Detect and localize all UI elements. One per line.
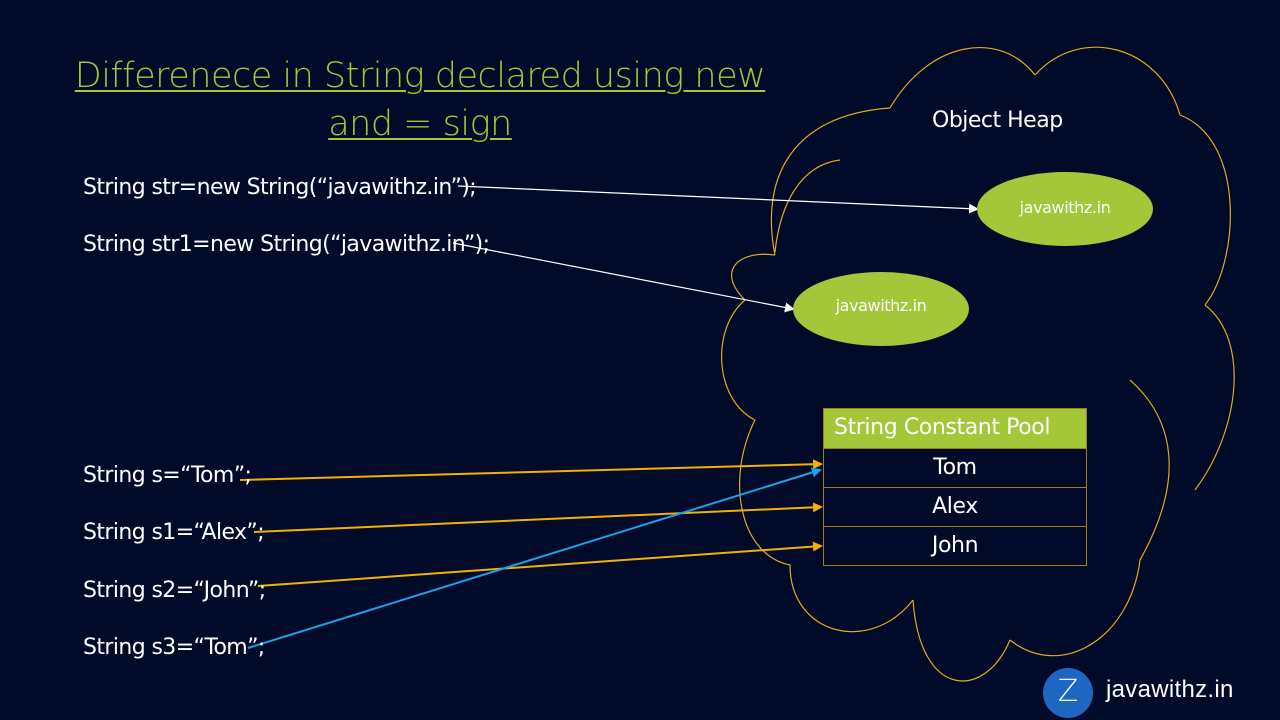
arrow-s1 bbox=[253, 502, 823, 533]
pool-row-alex: Alex bbox=[824, 487, 1086, 526]
code-line-s: String s=“Tom”; bbox=[83, 463, 252, 488]
code-line-str1: String str1=new String(“javawithz.in”); bbox=[83, 232, 490, 257]
javawithz-logo-icon: Z bbox=[1043, 668, 1093, 718]
code-line-s2: String s2=“John”; bbox=[83, 578, 266, 603]
heap-object-1 bbox=[977, 172, 1153, 246]
slide-title-line2: and = sign bbox=[328, 104, 512, 144]
heap-object-2 bbox=[793, 272, 969, 346]
arrow-s2 bbox=[257, 541, 823, 587]
code-line-str: String str=new String(“javawithz.in”); bbox=[83, 175, 477, 200]
heap-label: Object Heap bbox=[932, 108, 1063, 133]
string-constant-pool: String Constant Pool Tom Alex John bbox=[823, 408, 1087, 566]
slide-title-line1: Differenece in String declared using new bbox=[74, 56, 766, 96]
pool-row-tom: Tom bbox=[824, 448, 1086, 487]
pool-header: String Constant Pool bbox=[824, 409, 1086, 448]
heap-object-1-label: javawithz.in bbox=[1019, 198, 1111, 217]
logo-text: javawithz.in bbox=[1106, 676, 1234, 703]
arrow-str bbox=[457, 185, 979, 214]
pool-row-john: John bbox=[824, 526, 1086, 565]
code-line-s3: String s3=“Tom”; bbox=[83, 635, 265, 660]
arrow-s3 bbox=[247, 467, 822, 649]
heap-cloud bbox=[721, 46, 1235, 682]
heap-object-2-label: javawithz.in bbox=[835, 296, 927, 315]
arrow-s bbox=[239, 459, 823, 481]
code-line-s1: String s1=“Alex”; bbox=[83, 520, 265, 545]
arrow-str1 bbox=[452, 242, 795, 313]
slide-title: Differenece in String declared using new… bbox=[60, 52, 780, 148]
